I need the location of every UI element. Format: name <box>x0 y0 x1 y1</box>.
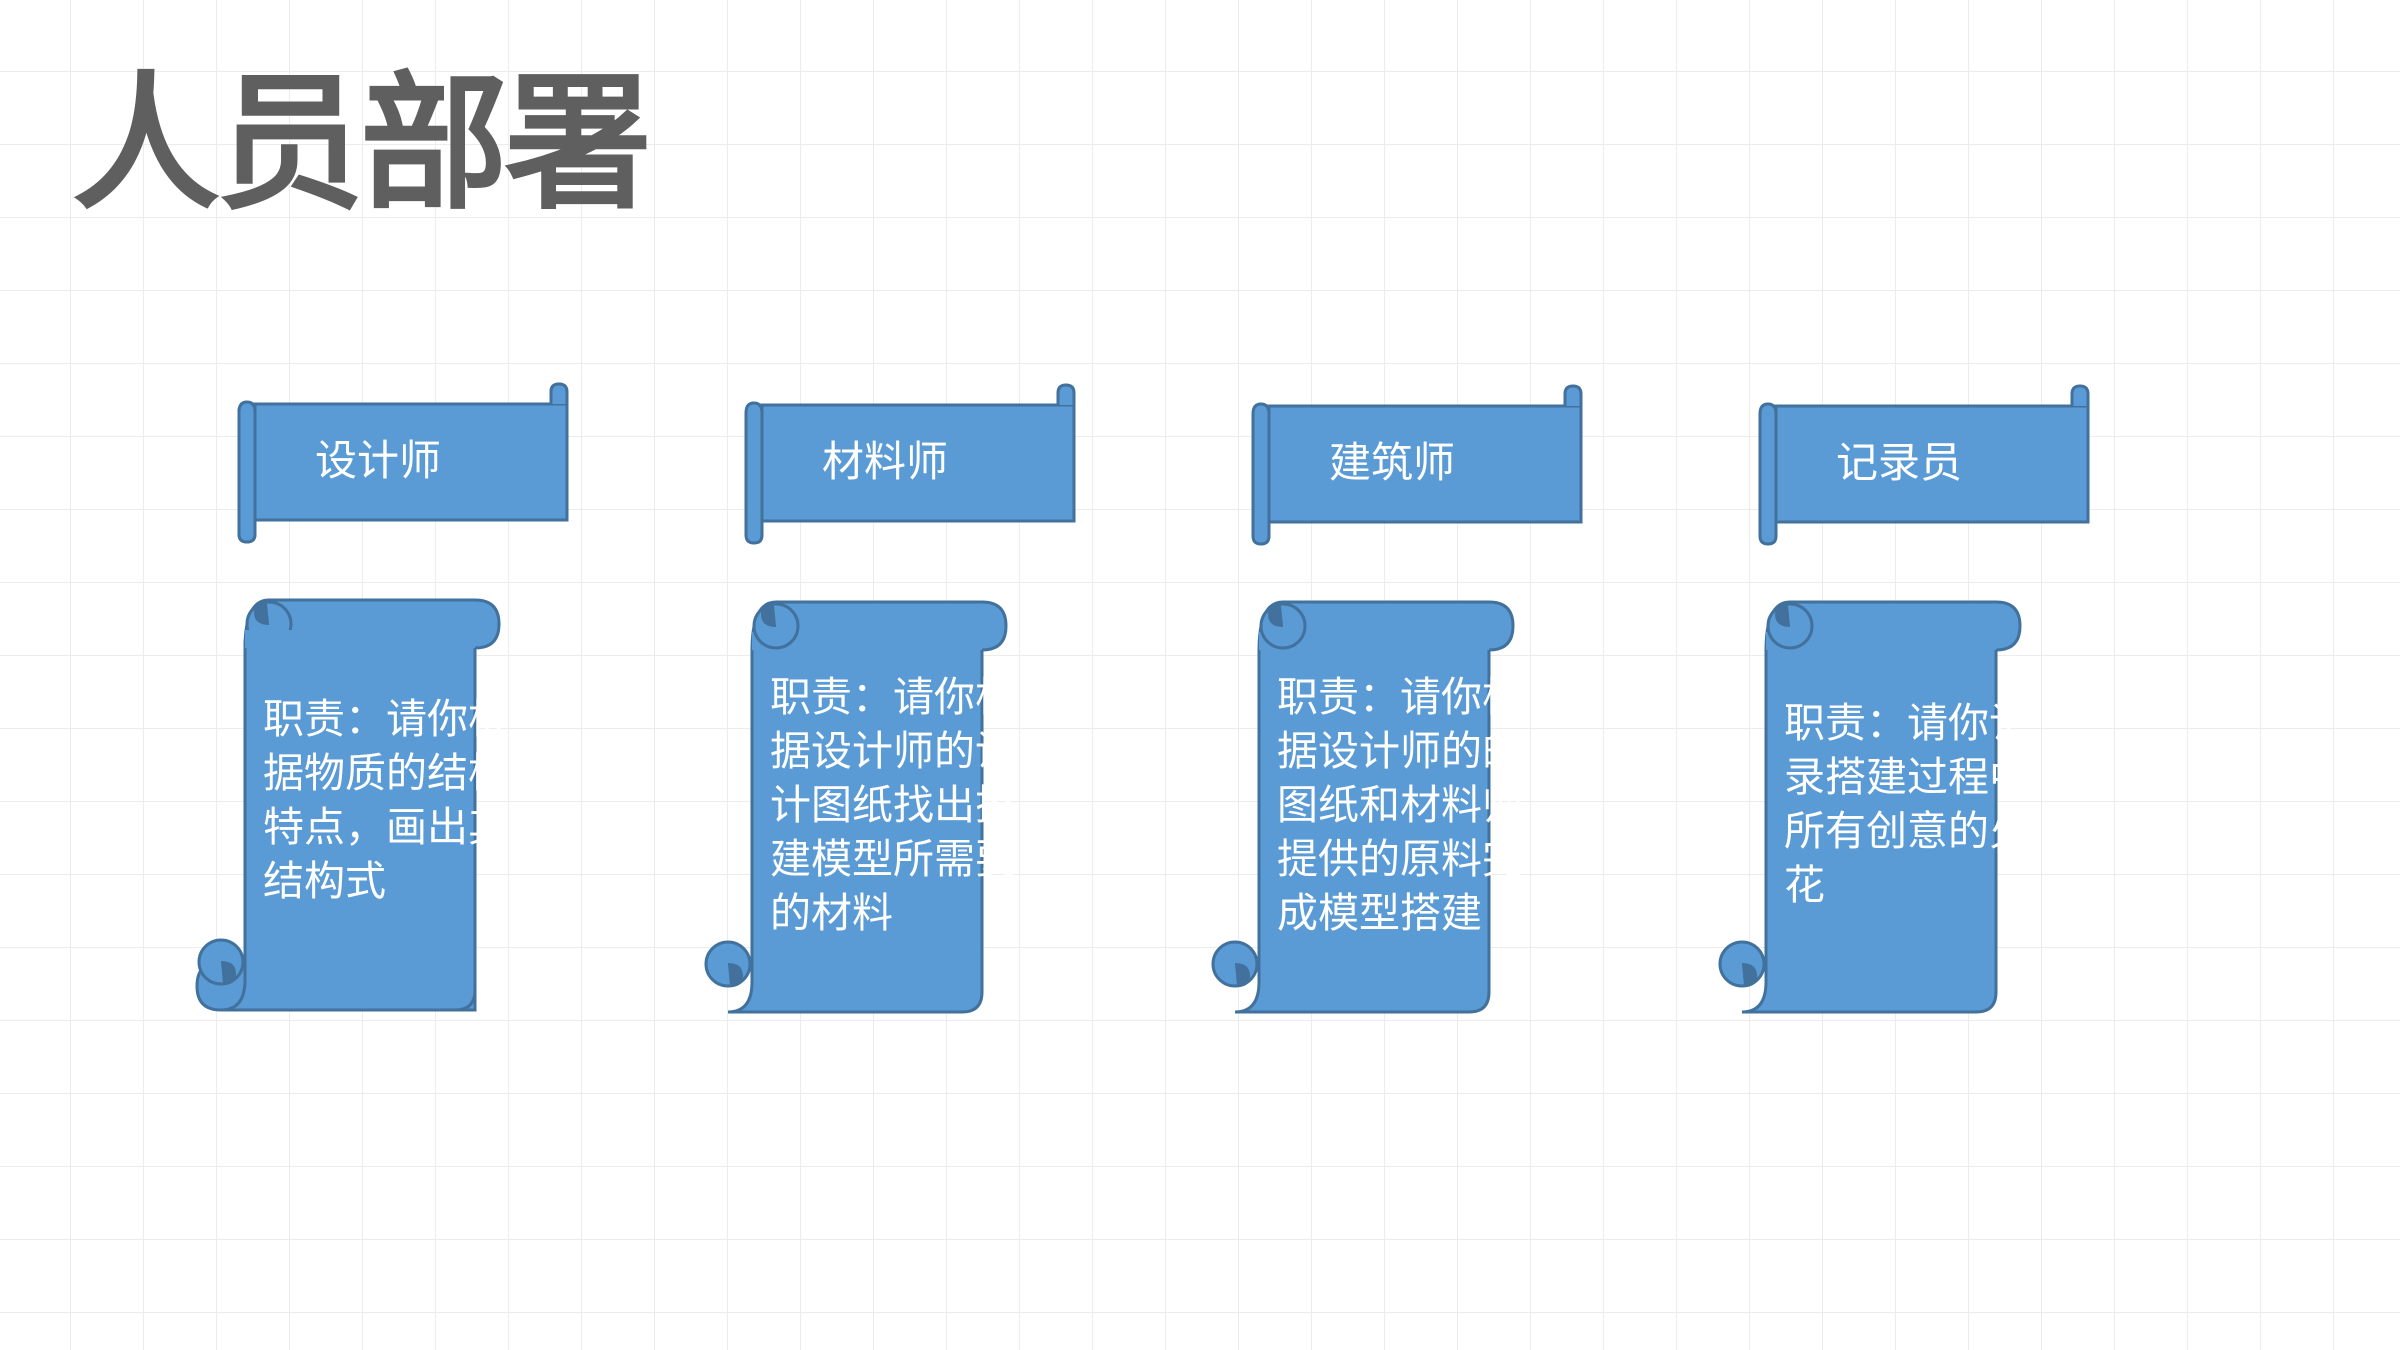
scroll-shapes <box>1211 384 1583 1014</box>
role-column-recorder: 记录员 职责：请你记录搭建过程中所有创意的火花 <box>1716 0 2136 1350</box>
role-duty-designer: 职责：请你根据物质的结构特点，画出其结构式 <box>263 695 509 905</box>
role-duty-materials: 职责：请你根据设计师的设计图纸找出搭建模型所需要的材料 <box>770 673 1016 937</box>
role-name-builder: 建筑师 <box>1328 438 1455 487</box>
horizontal-scroll-banner <box>1251 384 1583 546</box>
role-duty-builder: 职责：请你根据设计师的的图纸和材料师提供的原料完成模型搭建 <box>1277 673 1523 937</box>
role-name-materials: 材料师 <box>821 437 948 486</box>
vertical-scroll-card <box>1718 600 2022 1014</box>
page-title: 人员部署 <box>72 58 652 230</box>
vertical-scroll-card <box>195 598 501 1012</box>
role-name-recorder: 记录员 <box>1835 438 1962 487</box>
scroll-shapes <box>704 383 1076 1014</box>
horizontal-scroll-banner <box>237 382 569 544</box>
vertical-scroll-card <box>704 600 1008 1014</box>
role-name-designer: 设计师 <box>314 436 441 485</box>
role-column-materials: 材料师 职责：请你根据设计师的设计图纸找出搭建模型所需要的材料 <box>702 0 1122 1350</box>
role-column-builder: 建筑师 职责：请你根据设计师的的图纸和材料师提供的原料完成模型搭建 <box>1209 0 1629 1350</box>
scroll-shapes <box>195 382 569 1012</box>
role-duty-recorder: 职责：请你记录搭建过程中所有创意的火花 <box>1784 699 2030 909</box>
role-column-designer: 设计师 职责：请你根据物质的结构特点，画出其结构式 <box>195 0 615 1350</box>
scroll-shapes <box>1718 384 2090 1014</box>
horizontal-scroll-banner <box>1758 384 2090 546</box>
horizontal-scroll-banner <box>744 383 1076 545</box>
vertical-scroll-card <box>1211 600 1515 1014</box>
